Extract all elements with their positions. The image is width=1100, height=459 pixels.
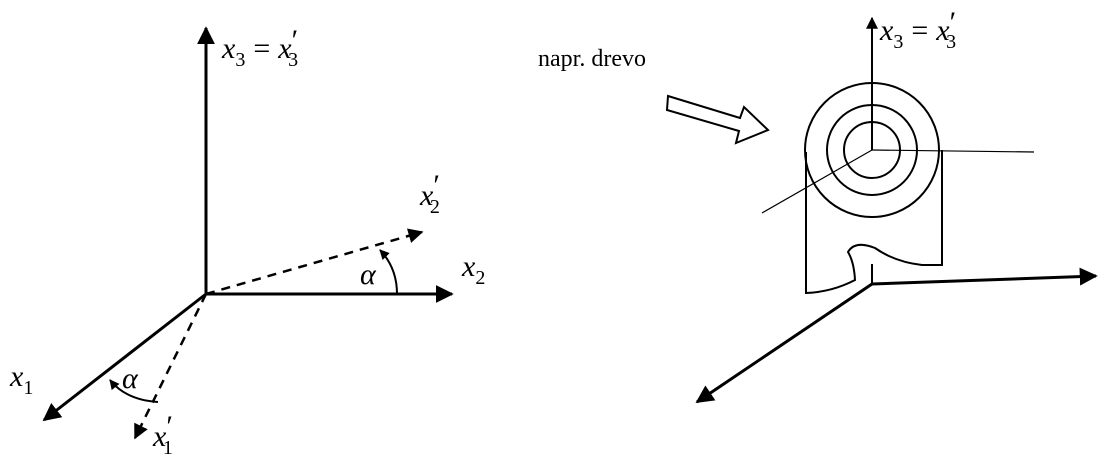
right-x3-label: x3=x′3 — [879, 6, 956, 53]
left-x2-prime-axis — [205, 228, 424, 296]
right-diagonal-axis — [695, 282, 873, 404]
right-wood-example: napr. drevo x3=x′3 — [538, 6, 1098, 404]
hollow-pointer-arrow — [665, 94, 770, 145]
left-x1-prime-axis — [133, 293, 208, 440]
left-x2-label: x2 — [461, 250, 485, 289]
left-upper-angle-label: α — [360, 258, 377, 291]
radial-line-horizontal — [871, 149, 1035, 153]
left-lower-angle-arc — [109, 379, 159, 403]
left-x2-prime-label: x′2 — [419, 169, 440, 218]
right-horizontal-axis — [871, 267, 1098, 286]
left-coordinate-system: x3=x′3 x′2 x2 x1 x′1 α α — [9, 24, 485, 459]
left-upper-angle-arc — [379, 249, 398, 295]
radial-line-diagonal — [761, 149, 873, 214]
right-note-label: napr. drevo — [538, 46, 646, 72]
left-x1-axis — [42, 292, 207, 422]
wood-body-outline — [805, 150, 943, 295]
left-lower-angle-label: α — [122, 362, 139, 395]
left-x1-prime-label: x′1 — [152, 410, 173, 459]
left-x1-label: x1 — [9, 360, 33, 399]
left-x3-label: x3=x′3 — [221, 24, 298, 71]
